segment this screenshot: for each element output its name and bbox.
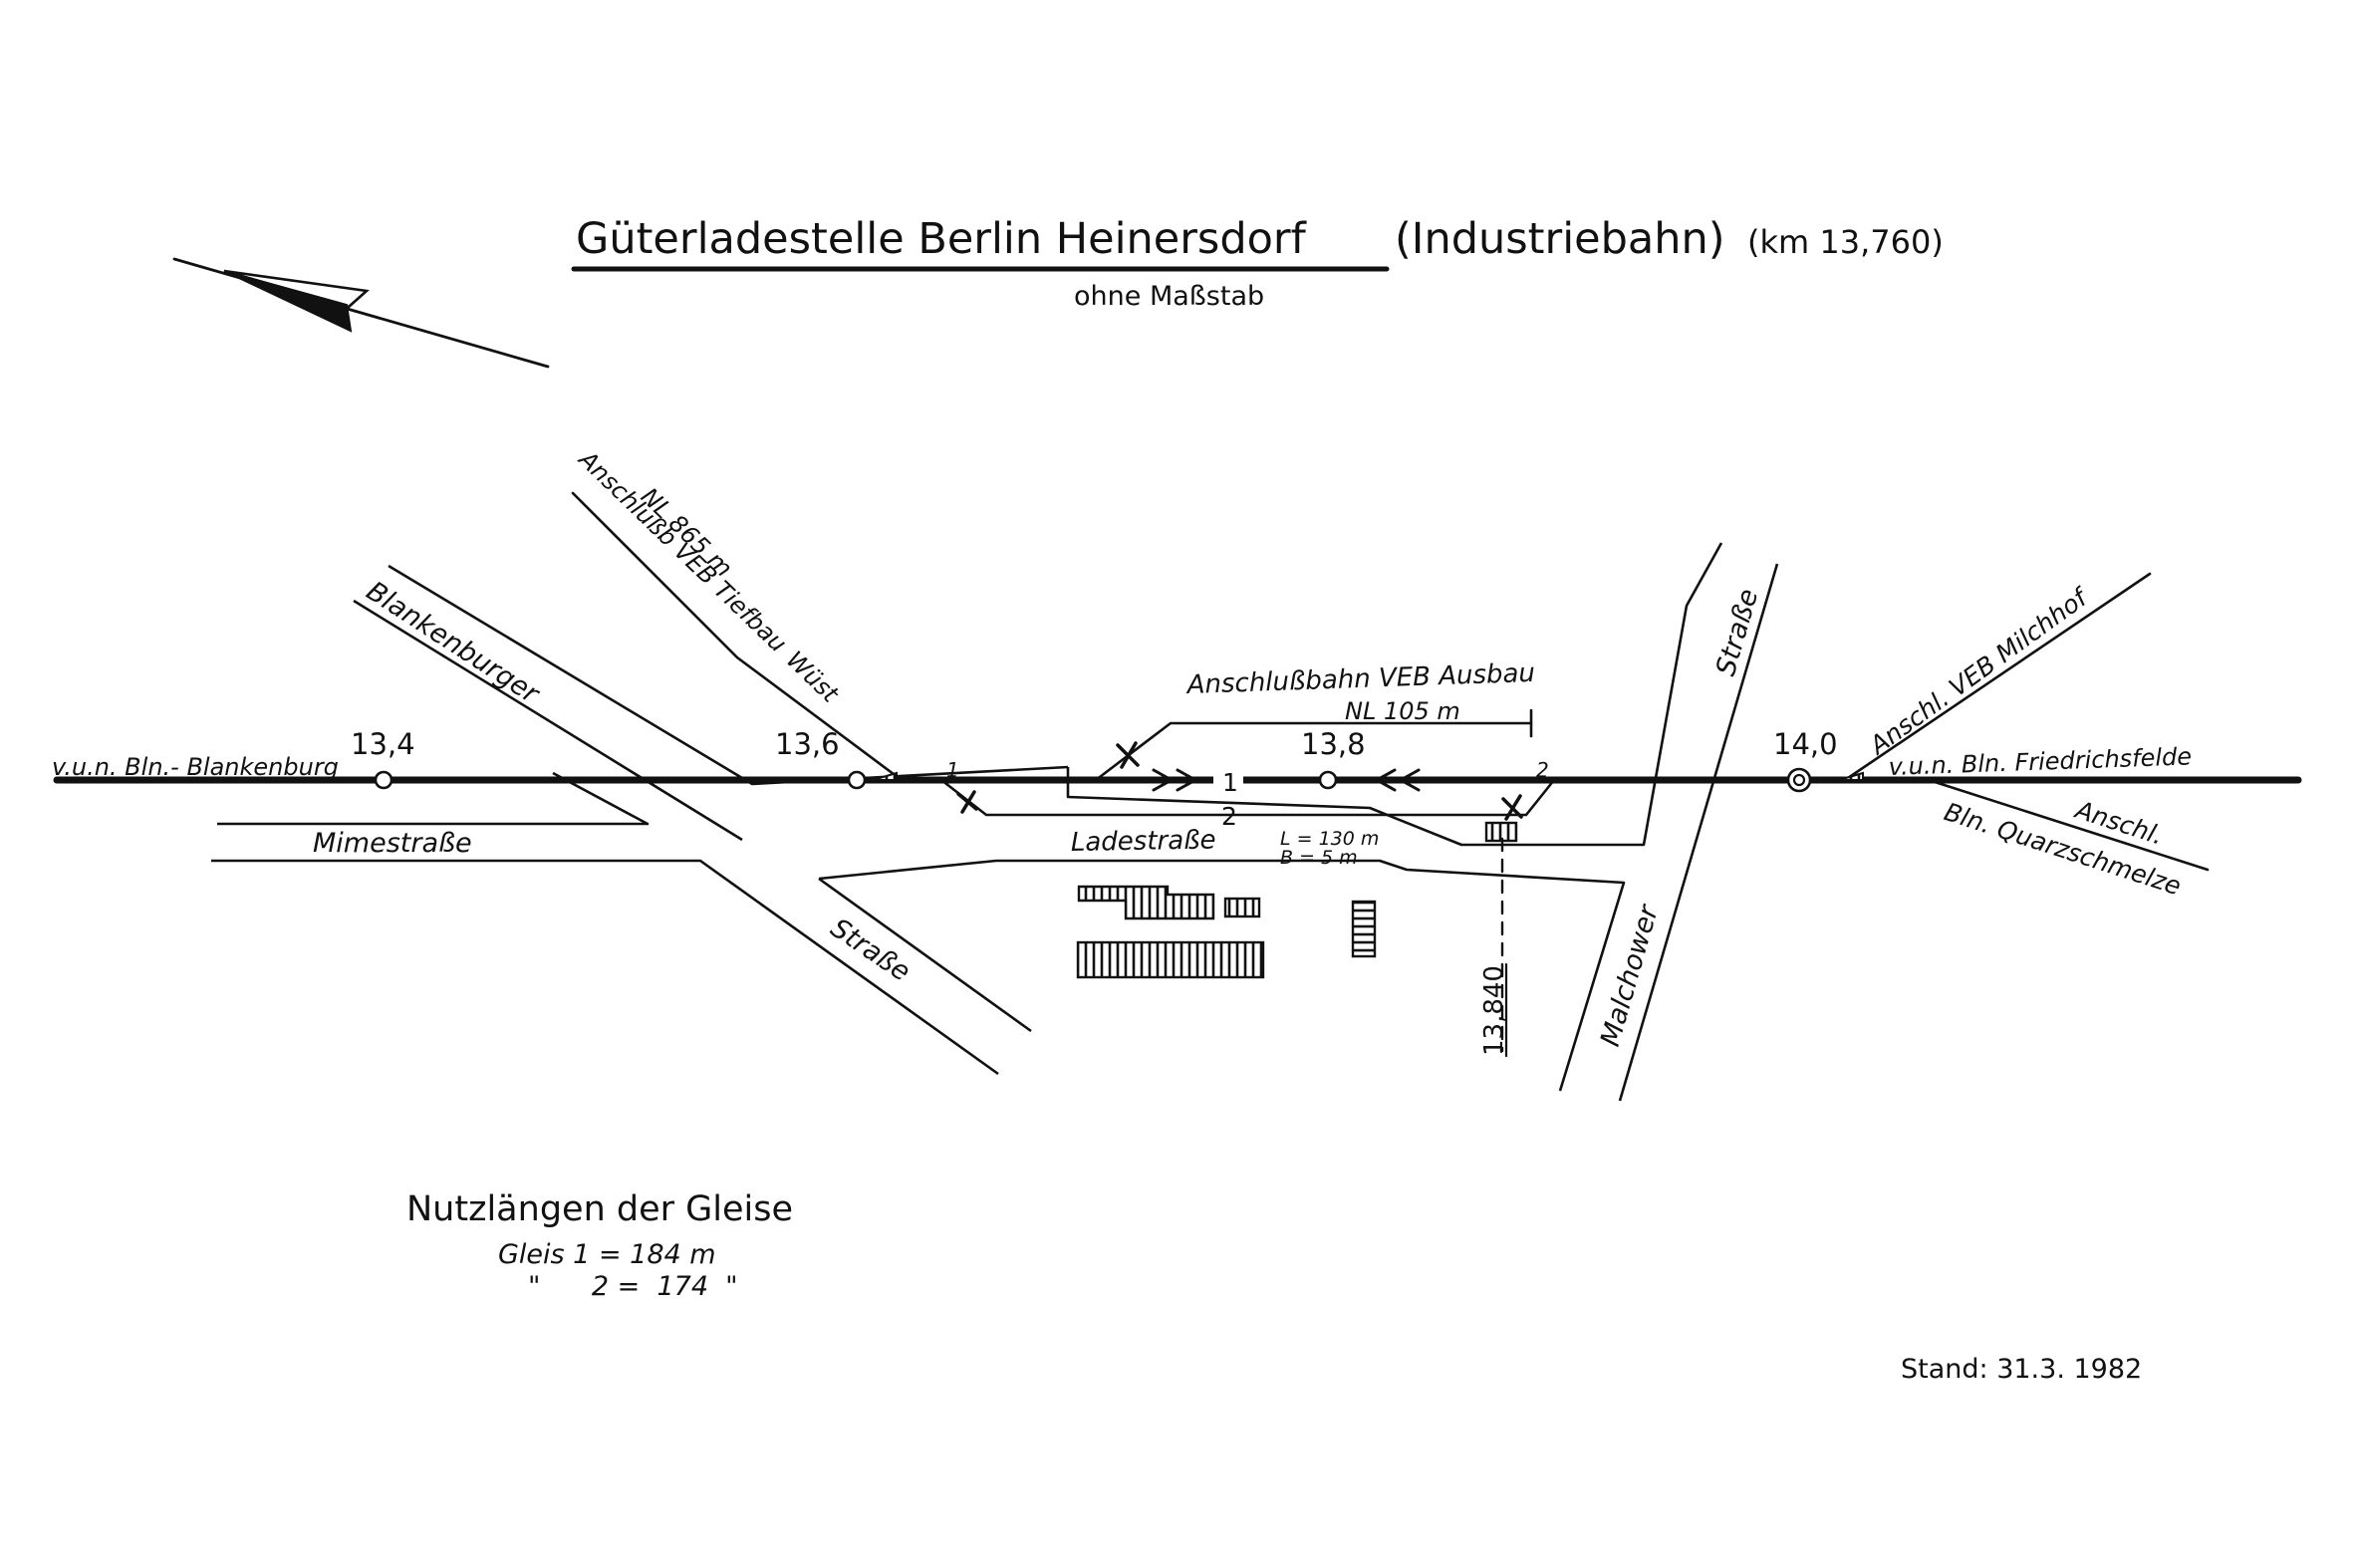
- track-number-2: 2: [1221, 802, 1237, 831]
- switch-cross-icon: [1116, 741, 1140, 769]
- km-labels: 13,4 13,6 13,8 14,0: [351, 727, 1838, 761]
- building: [1351, 900, 1377, 958]
- blankenburger-road-upper-edge: [388, 564, 1069, 786]
- switch-cross-icon: [1501, 794, 1523, 821]
- label-siding-quarz-2: Bln. Quarzschmelze: [1941, 797, 2185, 901]
- building: [1076, 940, 1265, 979]
- track-1-label-gap: [1213, 773, 1243, 787]
- km-label: 14,0: [1773, 727, 1838, 761]
- mimestrasse-lower-edge: [211, 859, 999, 1076]
- km-post-13-4: [374, 770, 394, 790]
- roads: [211, 542, 1779, 1102]
- title-km: (km 13,760): [1747, 223, 1944, 261]
- track-numbers: 1 2 1 2: [946, 758, 1549, 831]
- label-right-main-line: v.u.n. Bln. Friedrichsfelde: [1888, 742, 2192, 781]
- street-label-malchower: Malchower: [1595, 901, 1665, 1050]
- building: [1223, 897, 1261, 918]
- km-post-13-6: [847, 770, 867, 790]
- siding-milchhof: [1843, 572, 2152, 782]
- siding-tiefbau: [571, 491, 904, 782]
- crossing-km-label: 13,840: [1479, 965, 1509, 1056]
- title-block: Güterladestelle Berlin Heinersdorf (Indu…: [571, 214, 1944, 312]
- label-left-main-line: v.u.n. Bln.- Blankenburg: [52, 753, 339, 781]
- blankenburger-road-lower-edge: [353, 599, 743, 842]
- building: [1077, 885, 1215, 920]
- ladestrasse-width: B = 5 m: [1280, 847, 1358, 869]
- km-label: 13,8: [1301, 727, 1366, 761]
- street-label-strasse-lower: Straße: [825, 913, 916, 987]
- north-arrow-icon: [172, 257, 550, 369]
- label-siding-milchhof: Anschl. VEB Milchhof: [1863, 582, 2095, 761]
- title-parenthetical: (Industriebahn): [1395, 214, 1725, 264]
- buildings: [1076, 821, 1518, 1053]
- ladestrasse-outline-upper: [1066, 542, 1723, 847]
- usable-lengths-row-1: Gleis 1 = 184 m: [498, 1239, 716, 1270]
- switch-number-2: 2: [1536, 758, 1549, 782]
- direction-arrow-icon: [1152, 768, 1197, 792]
- usable-lengths-heading: Nutzlängen der Gleise: [406, 1189, 793, 1229]
- usable-lengths: Nutzlängen der Gleise Gleis 1 = 184 m " …: [406, 1189, 793, 1302]
- label-siding-tiefbau-1: Anschlußb VEB Tiefbau: [572, 444, 792, 657]
- label-siding-tiefbau-3: Wüst: [781, 646, 845, 709]
- track-number-1: 1: [1222, 768, 1238, 797]
- label-siding-ausbau-1: Anschlußbahn VEB Ausbau: [1184, 658, 1535, 700]
- junction-marker: [1838, 771, 1864, 781]
- switch-number-1: 1: [946, 758, 959, 782]
- mimestrasse-upper-edge: [217, 771, 650, 826]
- km-post-14-0-inner: [1792, 773, 1806, 787]
- track-2: [939, 778, 1556, 817]
- km-post-13-8: [1318, 770, 1338, 790]
- junction-marker: [872, 771, 898, 781]
- km-label: 13,6: [775, 727, 840, 761]
- ladestrasse-outline-lower: [818, 859, 1626, 1092]
- switch-cross-icon: [956, 790, 978, 814]
- label-siding-ausbau-2: NL 105 m: [1345, 697, 1460, 725]
- ladestrasse-length: L = 130 m: [1280, 828, 1379, 850]
- siding-quarzschmelze: [1927, 778, 2210, 872]
- stand-date: Stand: 31.3. 1982: [1901, 1354, 2142, 1385]
- strasse-lower-edge: [818, 877, 1032, 1033]
- street-label-ladestrasse: Ladestraße: [1071, 825, 1216, 858]
- tracks: [53, 491, 2302, 872]
- street-label-mimestrasse: Mimestraße: [313, 828, 472, 859]
- page-title: Güterladestelle Berlin Heinersdorf: [576, 214, 1307, 264]
- malchower-road-right-edge: [1618, 563, 1779, 1102]
- direction-arrow-icon: [1375, 768, 1421, 792]
- building: [1484, 821, 1518, 843]
- siding-ausbau: [1094, 721, 1533, 782]
- km-label: 13,4: [351, 727, 415, 761]
- page-subtitle: ohne Maßstab: [1074, 281, 1264, 312]
- usable-lengths-row-2: " 2 = 174 ": [528, 1271, 738, 1302]
